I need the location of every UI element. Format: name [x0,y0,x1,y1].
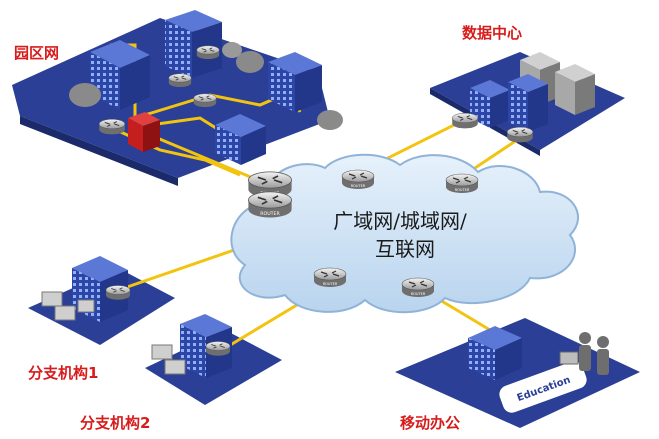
switch-campus-1-icon [168,73,192,88]
campus-platform-edge [20,116,178,186]
datacenter-buildings [470,52,595,132]
label-mobile: 移动办公 [400,414,460,432]
router-wan-top-icon: ROUTER [341,169,375,189]
campus-buildings [69,10,343,165]
people-icon [579,332,609,375]
routers: ROUTERROUTERROUTERROUTERROUTERROUTER [98,45,534,356]
router-label: ROUTER [260,211,280,217]
router-wan-main-lower-icon: ROUTER [247,191,293,218]
firewall-icon [128,112,160,152]
branch1-site [41,256,128,322]
router-branch2-icon [205,341,231,356]
label-branch1: 分支机构1 [28,364,98,382]
switch-campus-2-icon [196,45,220,60]
mobile-office-site: Education [468,326,609,415]
label-datacenter: 数据中心 [462,24,522,42]
cloud-label-line2: 互联网 [375,237,435,261]
router-label: ROUTER [351,184,366,188]
router-campus-edge-icon [98,118,126,135]
mobile-platform [395,318,640,428]
router-label: ROUTER [455,188,470,192]
router-wan-right-icon: ROUTER [445,173,479,193]
label-campus: 园区网 [14,44,59,62]
router-datacenter-1-icon [451,112,479,129]
label-branch2: 分支机构2 [80,414,150,432]
router-branch1-icon [105,285,131,300]
router-label: ROUTER [411,292,426,296]
cloud-label-line1: 广域网/城域网/ [333,209,467,233]
link-wan-mobile [439,298,491,332]
router-label: ROUTER [323,282,338,286]
router-datacenter-2-icon [506,126,534,143]
switch-campus-3-icon [193,93,217,108]
laptop-icon [559,351,579,365]
router-wan-bottom-left-icon: ROUTER [313,267,347,287]
router-wan-bottom-right-icon: ROUTER [401,277,435,297]
